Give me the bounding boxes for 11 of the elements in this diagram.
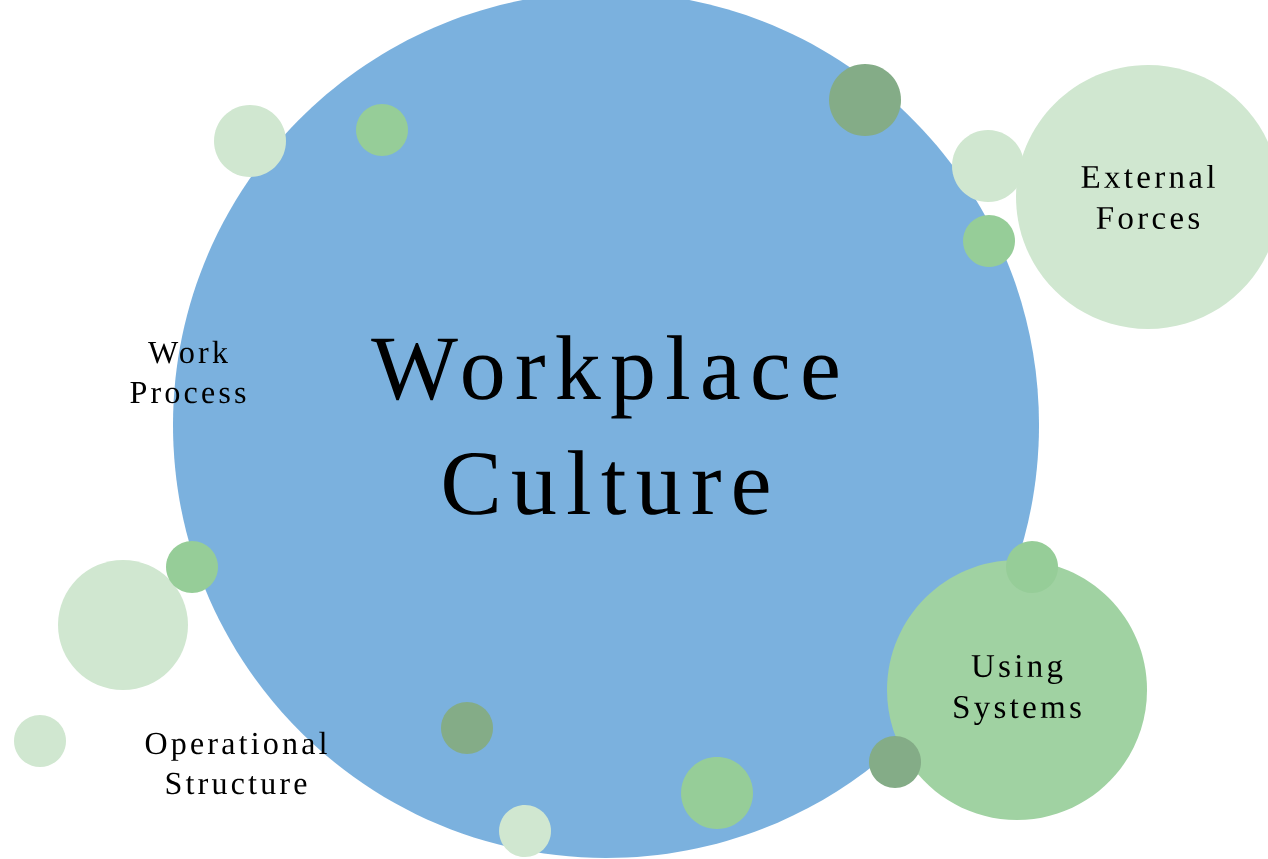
- bubble: [356, 104, 408, 156]
- bubble: [214, 105, 286, 177]
- bubble: [58, 560, 188, 690]
- topic-label: Operational Structure: [145, 731, 327, 795]
- bubble: [166, 541, 218, 593]
- bubble: [952, 130, 1024, 202]
- bubble: [1006, 541, 1058, 593]
- bubble: [869, 736, 921, 788]
- bubble: [681, 757, 753, 829]
- bubble: [441, 702, 493, 754]
- bubble: [14, 715, 66, 767]
